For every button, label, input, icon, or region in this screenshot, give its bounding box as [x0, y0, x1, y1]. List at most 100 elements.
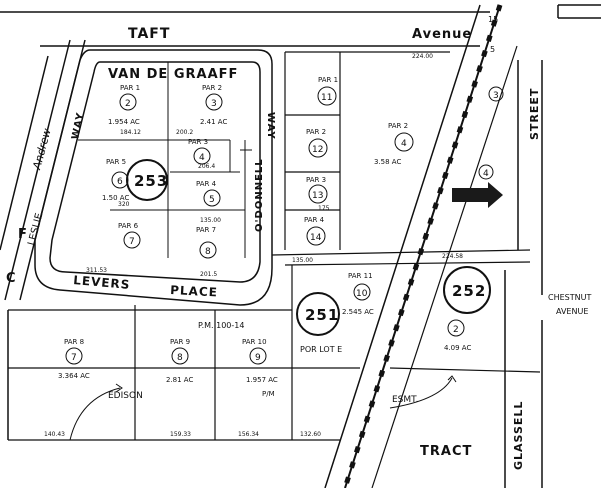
parcel-label: PAR 3 — [306, 176, 326, 184]
parcel-marker: PAR 11 10 2.545 AC — [342, 272, 374, 316]
dimension-label: 224.58 — [442, 253, 463, 260]
tract-label: TRACT — [420, 444, 472, 459]
parcel-label: PAR 2 — [388, 122, 408, 130]
parcel-label: PAR 7 — [196, 226, 216, 234]
loop-road — [34, 49, 273, 306]
left-name-label: Andrew — [30, 127, 54, 172]
parcel-number: 3 — [211, 99, 217, 109]
parcel-number: 13 — [312, 191, 323, 201]
parcel-marker: PAR 3 4 — [188, 138, 211, 165]
parcel-number: 8 — [205, 247, 211, 257]
dimension-label: 200.2 — [176, 129, 193, 136]
parcel-marker: PAR 4 5 — [196, 180, 221, 207]
way-left-label: WAY — [70, 111, 86, 140]
parcel-number: 4 — [199, 153, 205, 163]
parcel-label: PAR 8 — [64, 338, 84, 346]
parcel-marker: PAR 8 7 3.364 AC — [58, 338, 90, 380]
dimension-label: 135.00 — [292, 257, 313, 264]
edison-label: EDISON — [108, 391, 143, 401]
odonnell-label: O'DONNELL — [254, 158, 265, 232]
parcel-marker: PAR 6 7 — [118, 222, 141, 249]
right-street — [504, 60, 543, 488]
parcel-marker: 3 — [488, 86, 504, 102]
parcel-acreage: 1.957 AC — [246, 376, 278, 384]
parcel-acreage: 1.50 AC — [102, 194, 129, 202]
place-label: PLACE — [170, 283, 218, 299]
parcel-number: 11 — [321, 93, 332, 103]
parcel-markers: PAR 1 2 1.954 AC PAR 2 3 2.41 AC PAR 3 4… — [58, 76, 504, 384]
parcel-marker: PAR 2 3 2.41 AC — [200, 84, 227, 126]
map-number-251-text: 251 — [305, 306, 339, 324]
parcel-number: 2 — [125, 99, 131, 109]
parcel-label: PAR 6 — [118, 222, 139, 230]
parcel-number: 9 — [255, 353, 261, 363]
parcel-label: PAR 2 — [306, 128, 326, 136]
parcel-acreage: 4.09 AC — [444, 344, 471, 352]
parcel-marker: PAR 3 13 — [306, 176, 328, 204]
dimension-label: 132.60 — [300, 431, 321, 438]
parcel-number: 8 — [177, 353, 183, 363]
dimension-label: 201.5 — [200, 271, 217, 278]
dimension-label: 140.43 — [44, 431, 65, 438]
dimension-label: 224.00 — [412, 53, 433, 60]
dimension-label: 156.34 — [238, 431, 259, 438]
parcel-number: 6 — [117, 177, 123, 187]
pm-small-label: P/M — [262, 390, 275, 398]
chestnut-label: CHESTNUT — [548, 293, 591, 302]
parcel-label: PAR 5 — [106, 158, 126, 166]
chestnut-avenue-label: AVENUE — [556, 307, 588, 316]
parcel-number: 7 — [71, 353, 77, 363]
parcel-label: PAR 1 — [318, 76, 338, 84]
parcel-number: 5 — [209, 195, 215, 205]
middle-column — [284, 51, 450, 250]
parcel-marker: PAR 4 14 — [304, 216, 326, 246]
por-lot-e-label: POR LOT E — [300, 345, 342, 354]
parcel-marker: PAR 5 6 1.50 AC — [102, 158, 129, 202]
parcel-number: 3 — [493, 91, 499, 101]
street-right-label: STREET — [528, 88, 541, 140]
map-number-253: 253 — [126, 159, 168, 201]
way-right-label: WAY — [265, 112, 276, 140]
railroad-track-icon — [324, 4, 518, 488]
dimension-label: 159.33 — [170, 431, 191, 438]
parcel-acreage: 3.58 AC — [374, 158, 401, 166]
parcel-marker: PAR 10 9 1.957 AC — [242, 338, 278, 384]
parcel-label: PAR 10 — [242, 338, 267, 346]
map-number-253-text: 253 — [134, 172, 168, 190]
parcel-acreage: 2.41 AC — [200, 118, 227, 126]
parcel-marker: PAR 1 2 1.954 AC — [108, 84, 140, 126]
map-number-252: 252 — [443, 266, 491, 314]
north-arrow-icon — [452, 182, 503, 208]
edison-easement — [7, 375, 457, 441]
parcel-number: 4 — [401, 139, 407, 149]
parcel-marker: 2 4.09 AC — [444, 319, 471, 352]
parcel-marker: 4 — [478, 164, 494, 180]
parcel-label: PAR 3 — [188, 138, 208, 146]
parcel-label: PAR 11 — [348, 272, 373, 280]
left-letter-f: F — [18, 227, 28, 242]
top-dimension-label-2: 5 — [490, 45, 495, 54]
middle-lines — [8, 249, 541, 441]
left-letter-c: C — [6, 271, 17, 286]
parcel-marker: PAR 9 8 2.81 AC — [166, 338, 193, 384]
taft-street-label: TAFT — [128, 26, 170, 42]
parcel-marker: PAR 2 4 3.58 AC — [374, 122, 414, 166]
dimension-label: 175 — [318, 205, 330, 212]
dimension-label: 184.12 — [120, 129, 141, 136]
top-dimension-label: 15 — [488, 15, 498, 24]
parcel-acreage: 1.954 AC — [108, 118, 140, 126]
taft-avenue — [0, 11, 490, 47]
dimension-label: 320 — [118, 201, 130, 208]
parcel-label: PAR 1 — [120, 84, 140, 92]
parcel-number: 4 — [483, 169, 489, 179]
parcel-marker: PAR 7 8 — [196, 226, 217, 259]
parcel-number: 14 — [310, 233, 322, 243]
parcel-label: PAR 4 — [196, 180, 217, 188]
inner-parcel-lines — [78, 62, 252, 258]
parcel-label: PAR 9 — [170, 338, 190, 346]
pm-reference-label: P.M. 100-14 — [198, 321, 244, 330]
map-number-252-text: 252 — [452, 282, 486, 300]
dimension-label: 311.53 — [86, 267, 107, 274]
levers-label: LEVERS — [73, 273, 131, 292]
top-right-corner — [557, 4, 601, 19]
